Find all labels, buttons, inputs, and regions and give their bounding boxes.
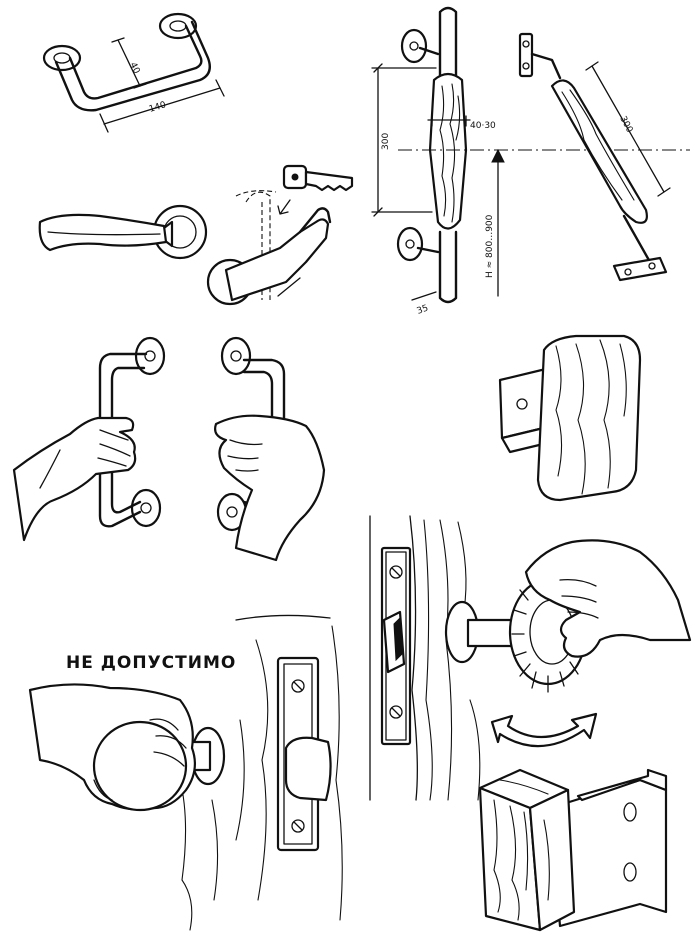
right-rosette [158, 12, 198, 40]
left-rosette [42, 44, 82, 72]
key-icon [277, 164, 354, 215]
dim-rail-length: 140 [148, 100, 168, 115]
angled-pull-handle-drawing [518, 32, 671, 282]
vertical-pull-handle-drawing [371, 6, 690, 304]
dim-bracket-offset: 35 [416, 304, 430, 317]
dim-grip-height: 300 [381, 133, 391, 150]
l-handle-with-key-drawing [206, 190, 332, 306]
lever-handle-drawing [38, 204, 208, 260]
dim-rail-offset: 40 [127, 61, 141, 76]
wooden-knob-block-drawing [498, 334, 642, 502]
hand-pushing-rail-drawing [214, 336, 326, 562]
dim-mount-height: H ≈ 800…900 [485, 214, 495, 278]
wrong-grip-knob-drawing [28, 614, 343, 931]
dim-grip-section: 40·30 [470, 121, 496, 131]
wooden-block-bracket-drawing [478, 768, 668, 932]
hand-gripping-rail-drawing [12, 336, 166, 542]
knob-with-latch-drawing [369, 515, 692, 801]
dim-grip-length-angled: 300 [617, 115, 634, 135]
rail-handle-drawing [42, 12, 225, 133]
warning-label: НЕ ДОПУСТИМО [66, 653, 236, 673]
rotation-arrow-icon [490, 712, 598, 748]
